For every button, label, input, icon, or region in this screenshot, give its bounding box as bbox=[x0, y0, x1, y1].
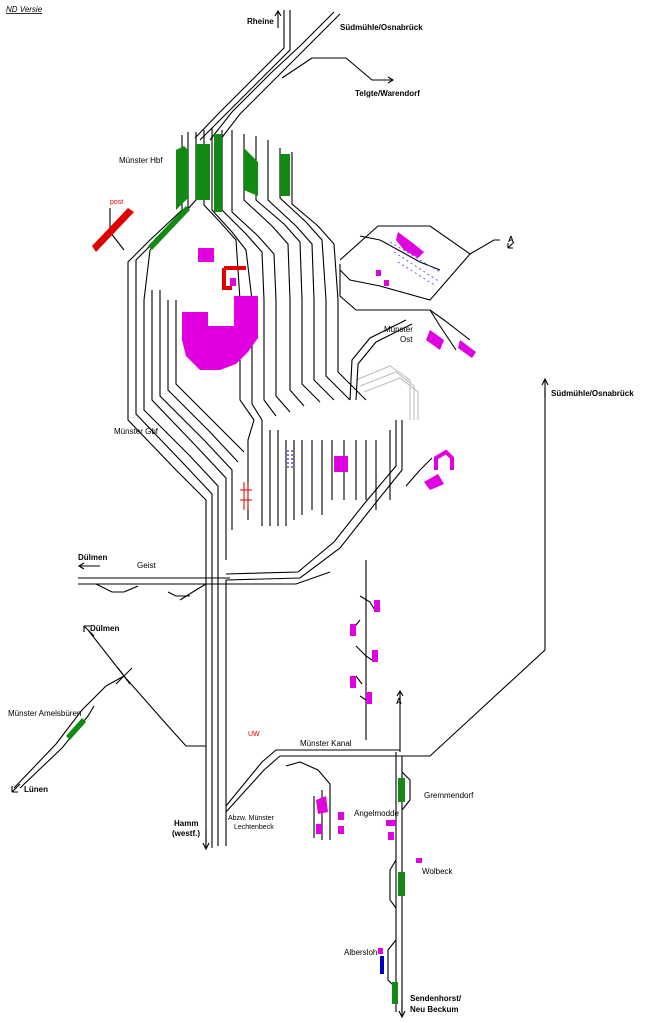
label-muenster-ost-1: Münster bbox=[384, 325, 413, 334]
direction-arrows bbox=[11, 9, 549, 1019]
muenster-ost-tracks bbox=[339, 225, 500, 351]
label-telgte: Telgte/Warendorf bbox=[355, 89, 420, 98]
arrow-a-kanal-icon bbox=[396, 689, 404, 704]
platform-hbf-5 bbox=[280, 154, 290, 196]
label-wolbeck: Wolbeck bbox=[422, 867, 454, 876]
label-abzw-2: Lechtenbeck bbox=[234, 824, 274, 831]
arrow-diag-luenen-icon bbox=[11, 783, 21, 793]
platform-hbf-3 bbox=[214, 134, 222, 212]
platform-sendenhorst bbox=[392, 982, 398, 1004]
arrow-a-ost-icon bbox=[507, 241, 515, 249]
hamm-line bbox=[205, 580, 227, 848]
label-geist: Geist bbox=[137, 561, 156, 570]
label-gremmendorf: Gremmendorf bbox=[424, 791, 474, 800]
label-muenster-hbf: Münster Hbf bbox=[119, 156, 163, 165]
label-rheine: Rheine bbox=[247, 17, 274, 26]
label-suedmuehle-right: Südmühle/Osnabrück bbox=[551, 389, 634, 398]
industry-blocks bbox=[182, 232, 476, 954]
arrow-left-duelmen-icon bbox=[77, 562, 100, 570]
version-label: ND Versie bbox=[6, 5, 43, 14]
label-abzw-1: Abzw. Münster bbox=[228, 815, 275, 822]
platform-gremmendorf bbox=[398, 778, 405, 802]
northern-tracks bbox=[194, 10, 386, 141]
geist-line bbox=[78, 571, 331, 601]
label-albersloh: Albersloh bbox=[344, 948, 377, 957]
platform-amelsbueren bbox=[66, 718, 86, 740]
label-muenster-amelsbueren: Münster Amelsbüren bbox=[8, 709, 81, 718]
label-post: post bbox=[110, 199, 123, 206]
label-uw: UW bbox=[248, 731, 260, 738]
label-hamm-2: (westf.) bbox=[172, 829, 200, 838]
platform-hbf-4 bbox=[244, 148, 258, 196]
label-muenster-ost-2: Ost bbox=[400, 335, 413, 344]
labels: ND Versie Rheine Südmühle/Osnabrück Telg… bbox=[6, 5, 634, 1014]
industry-main-hall bbox=[182, 296, 258, 370]
platform-hbf-2 bbox=[196, 144, 210, 200]
arrow-up-suedmuehle-icon bbox=[541, 377, 549, 398]
arrow-diag-duelmen-icon bbox=[83, 625, 95, 637]
label-a-mid: A bbox=[396, 697, 402, 706]
label-muenster-kanal: Münster Kanal bbox=[300, 739, 352, 748]
platform-wolbeck bbox=[398, 872, 405, 896]
blue-details bbox=[287, 241, 441, 974]
label-luenen: Lünen bbox=[24, 785, 48, 794]
label-sendenhorst-1: Sendenhorst/ bbox=[410, 994, 462, 1003]
label-muenster-gbf: Münster Gbf bbox=[114, 427, 159, 436]
arrow-up-rheine-icon bbox=[274, 9, 282, 28]
kanal-tracks bbox=[225, 692, 411, 1012]
gbf-tracks bbox=[127, 290, 419, 581]
east-line bbox=[290, 388, 546, 757]
label-hamm-1: Hamm bbox=[174, 819, 198, 828]
arrow-right-telgte-icon bbox=[376, 76, 395, 84]
arrow-down-hamm-icon bbox=[202, 830, 210, 851]
platform-hbf-6 bbox=[148, 206, 190, 250]
label-suedmuehle-top: Südmühle/Osnabrück bbox=[340, 23, 423, 32]
arrow-down-sendenhorst-icon bbox=[398, 1000, 406, 1019]
post-track bbox=[92, 208, 252, 510]
label-duelmen-1: Dülmen bbox=[78, 553, 107, 562]
industry-hbf-small bbox=[198, 248, 214, 262]
platform-hbf-1 bbox=[176, 146, 188, 210]
platforms bbox=[66, 134, 405, 1004]
label-duelmen-2: Dülmen bbox=[90, 624, 119, 633]
label-angelmodde: Angelmodde bbox=[354, 809, 399, 818]
label-sendenhorst-2: Neu Beckum bbox=[410, 1005, 458, 1014]
label-a-top: A bbox=[508, 235, 514, 244]
